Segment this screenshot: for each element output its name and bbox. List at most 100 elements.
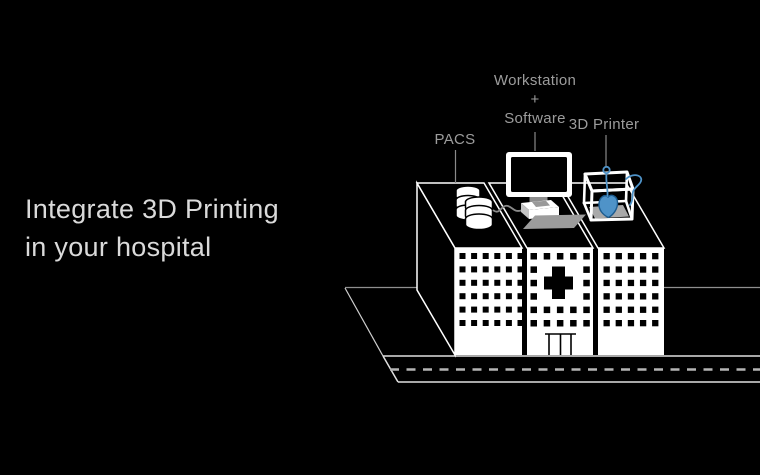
building-window	[459, 253, 466, 259]
building-window	[517, 320, 524, 326]
building-front-3	[598, 248, 664, 355]
building-window	[603, 253, 610, 260]
building-window	[459, 293, 466, 300]
building-window	[494, 320, 501, 326]
building-window	[603, 306, 610, 313]
headline-line-1: Integrate 3D Printing	[25, 194, 279, 224]
building-window	[603, 266, 610, 273]
building-window	[556, 306, 564, 314]
building-window	[556, 320, 564, 327]
building-window	[517, 266, 524, 273]
hospital-cross-icon	[544, 266, 573, 299]
building-window	[505, 293, 512, 300]
building-window	[543, 320, 551, 327]
building-window	[583, 253, 590, 260]
label-3d-printer: 3D Printer	[568, 116, 640, 133]
building-window	[505, 253, 512, 259]
building-window	[494, 293, 501, 300]
building-window	[530, 253, 537, 260]
building-window	[494, 279, 501, 286]
building-window	[517, 253, 524, 259]
building-window	[652, 279, 659, 287]
building-window	[494, 266, 501, 273]
building-window	[627, 293, 635, 300]
building-window	[471, 320, 478, 326]
building-window	[556, 253, 564, 260]
building-window	[482, 266, 489, 273]
label-workstation: Workstation + Software	[475, 71, 595, 128]
building-window	[639, 320, 647, 327]
headline-line-2: in your hospital	[25, 232, 212, 262]
building-window	[652, 293, 659, 300]
building-window	[583, 306, 590, 314]
building-window	[471, 266, 478, 273]
building-window	[543, 253, 551, 260]
building-window	[639, 266, 647, 273]
building-window	[639, 279, 647, 287]
building-window	[652, 266, 659, 273]
workstation-monitor-icon	[506, 152, 586, 229]
building-window	[517, 306, 524, 313]
building-window	[583, 293, 590, 300]
pacs-database-icon	[455, 185, 494, 231]
label-workstation-line1: Workstation	[493, 72, 577, 89]
building-window	[530, 293, 537, 300]
building-window	[583, 279, 590, 287]
building-window	[543, 306, 551, 314]
building-window	[530, 266, 537, 273]
building-windows	[459, 253, 659, 327]
building-window	[482, 293, 489, 300]
building-front-1	[455, 248, 522, 355]
building-window	[603, 279, 610, 287]
building-window	[482, 320, 489, 326]
building-window	[627, 306, 635, 313]
building-window	[494, 253, 501, 259]
keyboard-pad-icon	[523, 214, 586, 229]
building-window	[570, 253, 577, 260]
printed-heart-icon	[598, 194, 619, 219]
building-window	[517, 293, 524, 300]
building-window	[459, 266, 466, 273]
building-window	[615, 253, 622, 260]
building-window	[482, 306, 489, 313]
3d-printer-icon	[582, 165, 643, 222]
building-window	[652, 253, 659, 260]
building-entrance	[545, 333, 576, 355]
building-window	[583, 320, 590, 327]
label-workstation-line3: Software	[504, 110, 566, 127]
building-window	[615, 279, 622, 287]
building-window	[517, 279, 524, 286]
building-window	[482, 253, 489, 259]
building-window	[471, 306, 478, 313]
building-window	[530, 306, 537, 314]
headline: Integrate 3D Printing in your hospital	[25, 190, 279, 266]
building-window	[530, 279, 537, 287]
building-window	[459, 320, 466, 326]
leader-lines	[454, 132, 607, 183]
building-window	[505, 306, 512, 313]
building-window	[603, 320, 610, 327]
building-window	[627, 253, 635, 260]
building-window	[505, 279, 512, 286]
label-pacs: PACS	[434, 131, 476, 148]
building-window	[570, 320, 577, 327]
building-window	[627, 279, 635, 287]
building-window	[615, 293, 622, 300]
monitor-screen	[511, 157, 567, 192]
building-window	[652, 320, 659, 327]
building-window	[570, 306, 577, 314]
building-window	[583, 266, 590, 273]
printer-frame	[583, 170, 635, 222]
building-window	[639, 293, 647, 300]
building-window	[603, 293, 610, 300]
building-window	[615, 306, 622, 313]
building-window	[471, 293, 478, 300]
building-window	[639, 253, 647, 260]
building-window	[505, 320, 512, 326]
building-window	[482, 279, 489, 286]
printer-filament	[602, 165, 643, 206]
building-window	[471, 253, 478, 259]
building-window	[627, 266, 635, 273]
